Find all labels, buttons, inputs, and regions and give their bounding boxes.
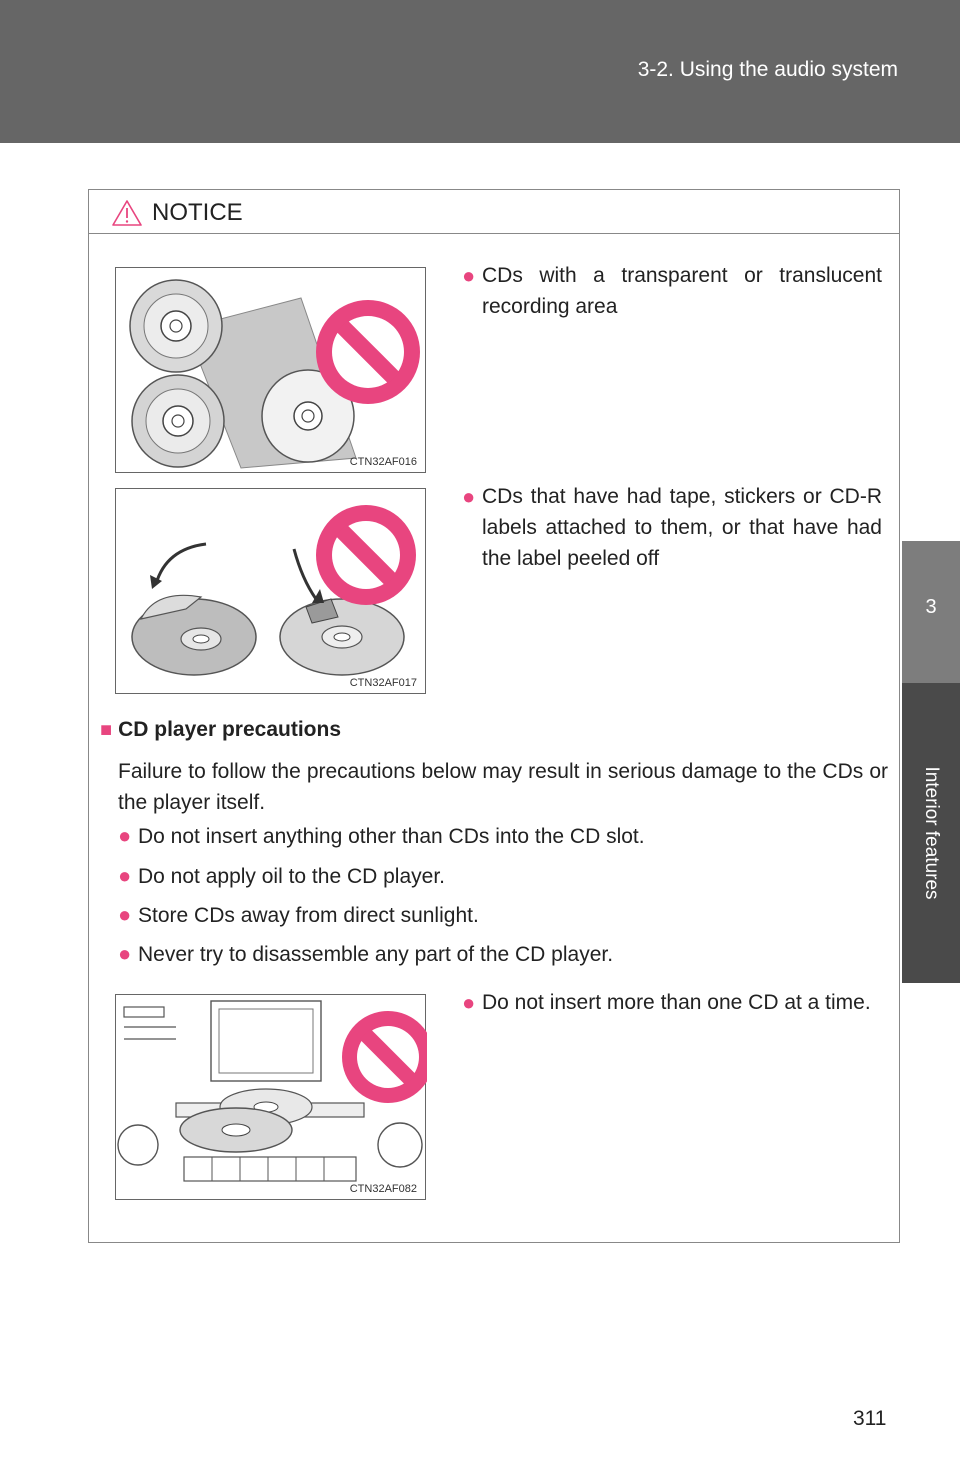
- taped-cds-illustration: [131, 505, 416, 676]
- precaution-text: Do not apply oil to the CD player.: [138, 865, 446, 888]
- chapter-number-box: 3: [902, 541, 960, 683]
- bullet-list-item: ● CDs with a transparent or translucent …: [462, 260, 882, 322]
- chapter-label-box: Interior features: [902, 683, 960, 983]
- bullet-dot-icon: ●: [118, 941, 132, 966]
- bullet-text: CDs with a transparent or translucent re…: [482, 264, 882, 318]
- bullet-dot-icon: ●: [462, 263, 476, 288]
- precaution-item: ● Never try to disassemble any part of th…: [118, 941, 613, 967]
- bullet-dot-icon: ●: [118, 823, 132, 848]
- bullet-text: Do not insert more than one CD at a time…: [482, 991, 871, 1014]
- bullet-list-item: ● CDs that have had tape, stickers or CD…: [462, 481, 882, 574]
- figure-code: CTN32AF082: [349, 1183, 417, 1195]
- section-header-title: 3-2. Using the audio system: [637, 58, 898, 81]
- chapter-label: Interior features: [921, 766, 942, 900]
- bullet-dot-icon: ●: [462, 990, 476, 1015]
- notice-item-1: ● CDs with a transparent or translucent …: [462, 260, 882, 322]
- figure-code: CTN32AF017: [349, 677, 417, 689]
- figure-code: CTN32AF016: [349, 456, 417, 468]
- bullet-dot-icon: ●: [118, 902, 132, 927]
- notice-label: NOTICE: [152, 199, 243, 226]
- bullet-list-item: ● Do not insert more than one CD at a ti…: [462, 987, 882, 1018]
- precaution-item: ● Do not insert anything other than CDs i…: [118, 823, 645, 849]
- bullet-dot-icon: ●: [462, 484, 476, 509]
- notice-item-3: ● Do not insert more than one CD at a ti…: [462, 987, 882, 1018]
- precaution-text: Do not insert anything other than CDs in…: [138, 825, 645, 848]
- square-bullet-icon: ■: [100, 719, 113, 741]
- warning-triangle-icon: [112, 200, 142, 226]
- transparent-cds-illustration: [129, 279, 420, 469]
- precaution-text: Never try to disassemble any part of the…: [138, 943, 614, 966]
- section-intro: Failure to follow the precautions below …: [118, 760, 888, 814]
- precaution-item: ● Do not apply oil to the CD player.: [118, 863, 445, 889]
- figure-cd-slot: CTN32AF082: [115, 994, 434, 1200]
- bullet-text: CDs that have had tape, stickers or CD-R…: [482, 485, 882, 570]
- bullet-dot-icon: ●: [118, 863, 132, 888]
- notice-header: NOTICE: [89, 190, 899, 234]
- chapter-side-tab: 3 Interior features: [902, 143, 960, 1484]
- chapter-number: 3: [925, 596, 937, 618]
- page-header: 3-2. Using the audio system: [0, 0, 960, 143]
- figure-taped-cds: CTN32AF017: [115, 488, 426, 694]
- precaution-text: Store CDs away from direct sunlight.: [138, 904, 479, 927]
- page-number: 311: [853, 1407, 887, 1430]
- cd-player-illustration: [117, 1000, 434, 1182]
- section-title: ■CD player precautions: [100, 718, 341, 742]
- notice-item-2: ● CDs that have had tape, stickers or CD…: [462, 481, 882, 574]
- precaution-item: ● Store CDs away from direct sunlight.: [118, 902, 479, 928]
- section-title-text: CD player precautions: [118, 718, 341, 741]
- notice-box: NOTICE: [88, 189, 900, 1243]
- figure-transparent-cds: CTN32AF016: [115, 267, 426, 473]
